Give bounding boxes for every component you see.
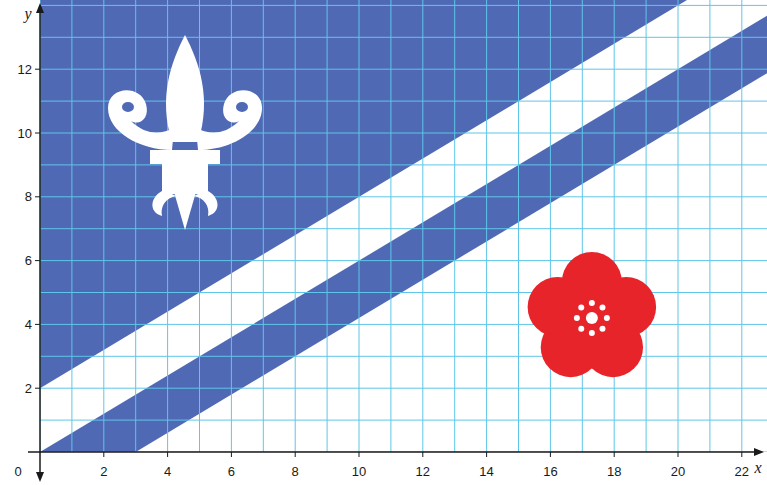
flag-bands (40, 0, 767, 452)
axis-ticks (35, 69, 742, 457)
tick-label: 6 (228, 465, 235, 478)
tick-label: 22 (735, 465, 749, 478)
tick-label: 2 (100, 465, 107, 478)
tick-label: 12 (416, 465, 430, 478)
tick-label: 10 (352, 465, 366, 478)
grid-lines (40, 0, 767, 452)
tick-label: 4 (25, 318, 32, 331)
tick-label: 6 (25, 254, 32, 267)
fleur-de-lis (108, 35, 262, 230)
tick-label: 20 (671, 465, 685, 478)
tick-label: 16 (543, 465, 557, 478)
tick-label: 14 (479, 465, 493, 478)
tick-label: 18 (607, 465, 621, 478)
tick-label: 8 (292, 465, 299, 478)
axes (28, 3, 764, 482)
axis-name: x (754, 460, 761, 476)
red-flower (528, 252, 656, 377)
tick-label: 2 (25, 382, 32, 395)
tick-label: 12 (18, 63, 32, 76)
axis-name: y (24, 6, 31, 22)
tick-label: 0 (14, 465, 21, 478)
tick-label: 8 (25, 190, 32, 203)
tick-label: 4 (164, 465, 171, 478)
tick-label: 10 (18, 127, 32, 140)
